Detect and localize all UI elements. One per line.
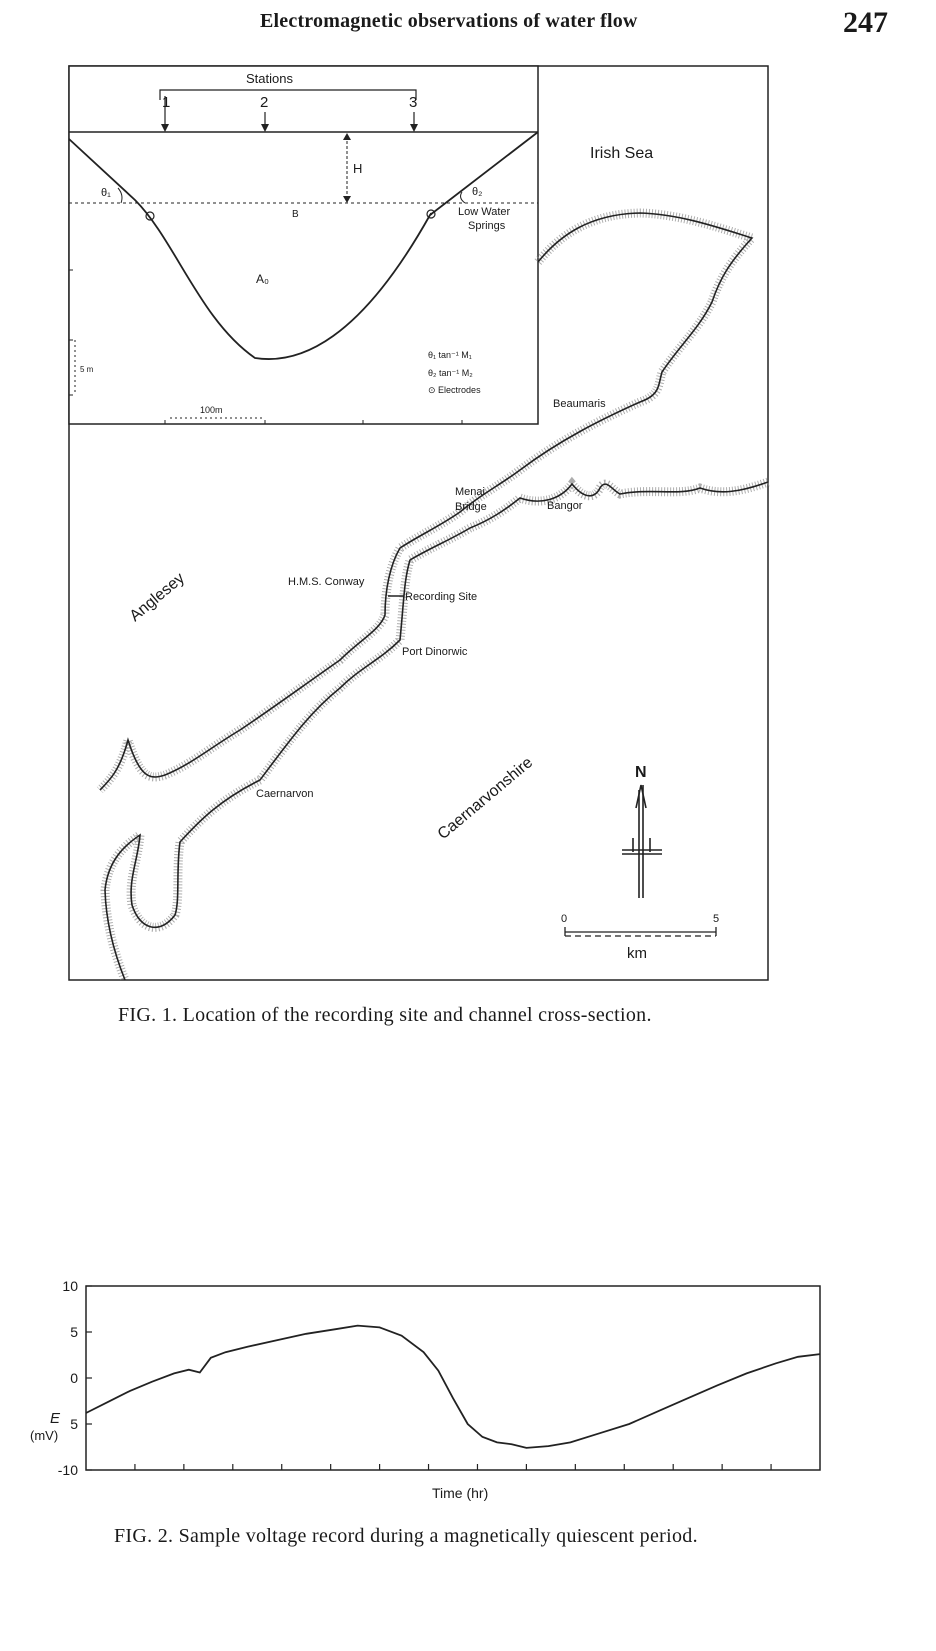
chart-frame (85, 1285, 821, 1471)
y-tick-label: 10 (62, 1278, 78, 1294)
place-caernarvon: Caernarvon (256, 788, 313, 800)
voltage-series-line (85, 1324, 821, 1449)
inset-legend-3: ⊙ Electrodes (428, 385, 481, 395)
x-axis-label: Time (hr) (432, 1485, 488, 1501)
y-tick-label: 5 (70, 1416, 78, 1432)
inset-ticks (69, 269, 463, 424)
scale-unit: km (627, 945, 647, 962)
place-recording-site: Recording Site (405, 591, 477, 603)
station-label-3: 3 (409, 94, 417, 111)
station-label-2: 2 (260, 94, 268, 111)
height-label: H (353, 161, 362, 176)
x-axis-ticks (134, 1464, 772, 1470)
place-hms-conway: H.M.S. Conway (288, 576, 365, 588)
y-axis-ticks: 10 5 0 5 -10 (58, 1278, 92, 1478)
electrode-right (426, 209, 436, 219)
low-water-label-2: Springs (468, 220, 506, 232)
station-label-1: 1 (162, 94, 170, 111)
theta1-label: θ₁ (101, 187, 111, 199)
area-label: A₀ (256, 272, 269, 286)
y-axis-unit: (mV) (30, 1428, 58, 1443)
station-arrowheads (161, 124, 418, 132)
north-arrow-icon (622, 784, 662, 898)
anglesey-coastline (99, 212, 754, 791)
inset-legend-2: θ₂ tan⁻¹ M₂ (428, 368, 473, 378)
channel-profile (68, 131, 539, 360)
figure-1-caption: FIG. 1. Location of the recording site a… (118, 1004, 652, 1026)
plot-area-border (85, 1285, 821, 1471)
north-label: N (635, 764, 647, 781)
y-tick-label: 0 (70, 1370, 78, 1386)
inset-frame (68, 65, 539, 425)
km-scale-bar (564, 927, 717, 937)
place-bangor: Bangor (547, 500, 583, 512)
y-tick-label: 5 (70, 1324, 78, 1340)
county-label: Caernarvonshire (435, 754, 537, 843)
low-water-label-1: Low Water (458, 206, 511, 218)
scale-start: 0 (561, 913, 567, 925)
inset-vertical-scale: 5 m (80, 365, 94, 374)
place-menai: Menai (455, 486, 485, 498)
scale-end: 5 (713, 913, 719, 925)
mainland-shore-stipple (100, 476, 770, 982)
sea-label: Irish Sea (590, 145, 653, 162)
width-label: B (292, 209, 299, 220)
page-number: 247 (843, 6, 888, 39)
figure-2-caption: FIG. 2. Sample voltage record during a m… (114, 1525, 698, 1547)
inset-horizontal-scale: 100m (200, 405, 223, 415)
inset-legend-1: θ₁ tan⁻¹ M₁ (428, 350, 472, 360)
running-title: Electromagnetic observations of water fl… (260, 10, 638, 32)
y-tick-label: -10 (58, 1462, 78, 1478)
figure-1-map: Stations 1 2 3 H θ₁ θ₂ B Low Water Sprin… (68, 65, 770, 982)
figure-2-chart: 10 5 0 5 -10 E (mV) Time (hr) (30, 1278, 821, 1501)
y-axis-label: E (50, 1410, 61, 1427)
mainland-coastline (104, 481, 769, 981)
stations-title: Stations (246, 71, 293, 86)
electrode-left (145, 211, 155, 221)
place-beaumaris: Beaumaris (553, 398, 606, 410)
island-label: Anglesey (127, 570, 188, 625)
theta2-label: θ₂ (472, 186, 482, 198)
place-port-dinorwic: Port Dinorwic (402, 646, 468, 658)
place-bridge: Bridge (455, 501, 487, 513)
